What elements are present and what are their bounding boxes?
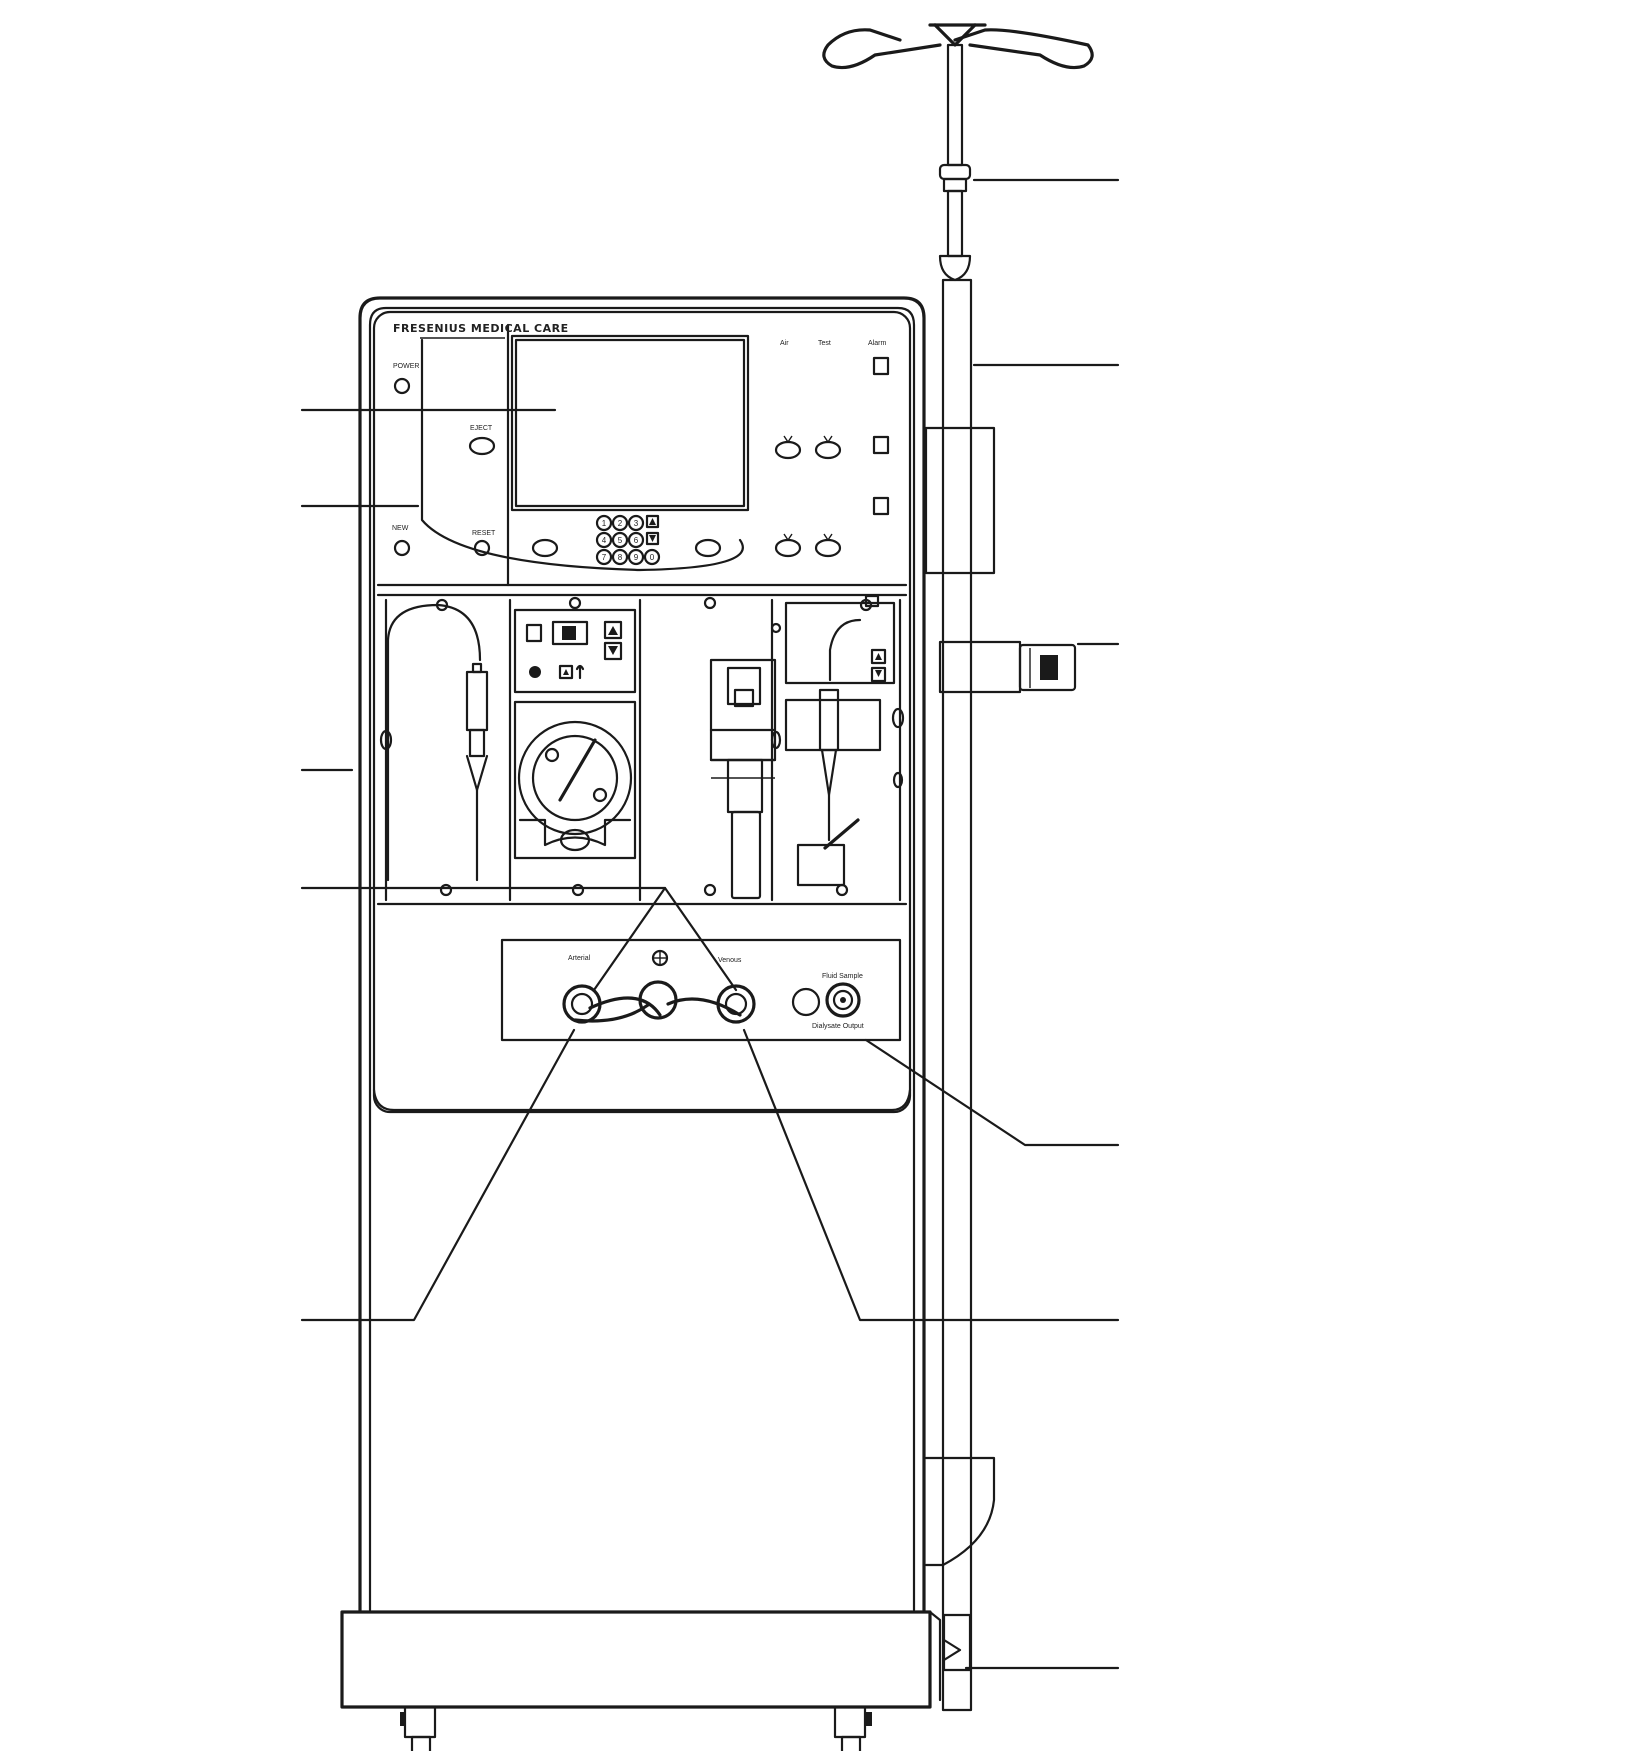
right-square-button[interactable] <box>872 496 890 516</box>
right-oval-button[interactable] <box>814 440 842 460</box>
right-oval-button[interactable] <box>774 440 802 460</box>
svg-text:7: 7 <box>602 553 607 562</box>
keypad-key[interactable] <box>595 548 613 566</box>
keypad-key[interactable] <box>627 514 645 532</box>
iv-pole <box>822 23 1094 1712</box>
svg-text:6: 6 <box>634 536 639 545</box>
svg-text:Alarm: Alarm <box>868 340 886 347</box>
svg-text:Venous: Venous <box>718 957 742 964</box>
bottom-left-button[interactable] <box>393 539 411 557</box>
venous-level-detector-module <box>784 594 905 897</box>
fluid-sample-port[interactable] <box>791 987 821 1017</box>
svg-text:9: 9 <box>634 553 639 562</box>
right-oval-button[interactable] <box>814 538 842 558</box>
keypad-key[interactable] <box>627 531 645 549</box>
control-panel: FRESENIUS MEDICAL CARE POWER EJECT NEW R… <box>376 322 908 587</box>
keypad: 1 2 3 4 5 6 7 8 9 0 <box>595 514 661 566</box>
pump-up-key[interactable] <box>603 620 623 640</box>
svg-text:NEW: NEW <box>392 525 409 532</box>
arterial-level-detector-module <box>379 598 489 897</box>
arrow-up-key[interactable] <box>645 514 660 529</box>
svg-text:POWER: POWER <box>393 363 419 370</box>
svg-text:5: 5 <box>618 536 623 545</box>
right-square-button[interactable] <box>872 435 890 455</box>
svg-text:2: 2 <box>618 519 623 528</box>
venous-up-key[interactable] <box>870 648 887 665</box>
venous-down-key[interactable] <box>870 666 887 683</box>
machine-body <box>358 296 926 1612</box>
arrow-down-key[interactable] <box>645 531 660 546</box>
keypad-key[interactable] <box>595 514 613 532</box>
right-square-button[interactable] <box>872 356 890 376</box>
svg-text:3: 3 <box>634 519 639 528</box>
power-button[interactable] <box>393 377 411 395</box>
svg-text:Dialysate Output: Dialysate Output <box>812 1023 864 1030</box>
reset-button[interactable] <box>473 539 491 557</box>
pump-down-key[interactable] <box>603 641 623 661</box>
left-panel-button[interactable] <box>468 436 496 456</box>
dialysate-outlet[interactable] <box>825 982 861 1018</box>
pump-button[interactable] <box>525 623 543 643</box>
brand-label: FRESENIUS MEDICAL CARE <box>393 322 569 335</box>
keypad-key[interactable] <box>627 548 645 566</box>
iv-pole-hooks <box>822 23 1094 70</box>
keypad-key[interactable] <box>595 531 613 549</box>
callout-lines <box>300 178 1120 1670</box>
blood-pump-module <box>513 596 637 897</box>
arterial-connector[interactable] <box>562 984 602 1024</box>
keypad-key[interactable] <box>611 531 629 549</box>
keypad-key[interactable] <box>643 548 661 566</box>
keypad-key[interactable] <box>611 548 629 566</box>
venous-connector[interactable] <box>716 984 756 1024</box>
right-oval-button[interactable] <box>774 538 802 558</box>
svg-text:EJECT: EJECT <box>470 425 493 432</box>
svg-text:4: 4 <box>602 536 607 545</box>
heparin-pump-module <box>703 596 777 900</box>
svg-text:Arterial: Arterial <box>568 955 591 962</box>
connector-panel: Arterial Venous Fluid Sample Dialysate O… <box>500 938 902 1042</box>
svg-text:8: 8 <box>618 553 623 562</box>
svg-text:Fluid Sample: Fluid Sample <box>822 973 863 980</box>
machine-base <box>340 1610 942 1751</box>
svg-text:1: 1 <box>602 519 607 528</box>
module-bay <box>376 593 908 906</box>
screen-right-button[interactable] <box>694 538 722 558</box>
svg-text:Air: Air <box>780 340 789 347</box>
svg-text:0: 0 <box>650 553 655 562</box>
screen-left-button[interactable] <box>531 538 559 558</box>
right-controls: Air Test Alarm <box>774 340 890 558</box>
svg-text:RESET: RESET <box>472 530 496 537</box>
keypad-key[interactable] <box>611 514 629 532</box>
display-screen <box>510 334 750 512</box>
svg-text:Test: Test <box>818 340 831 347</box>
